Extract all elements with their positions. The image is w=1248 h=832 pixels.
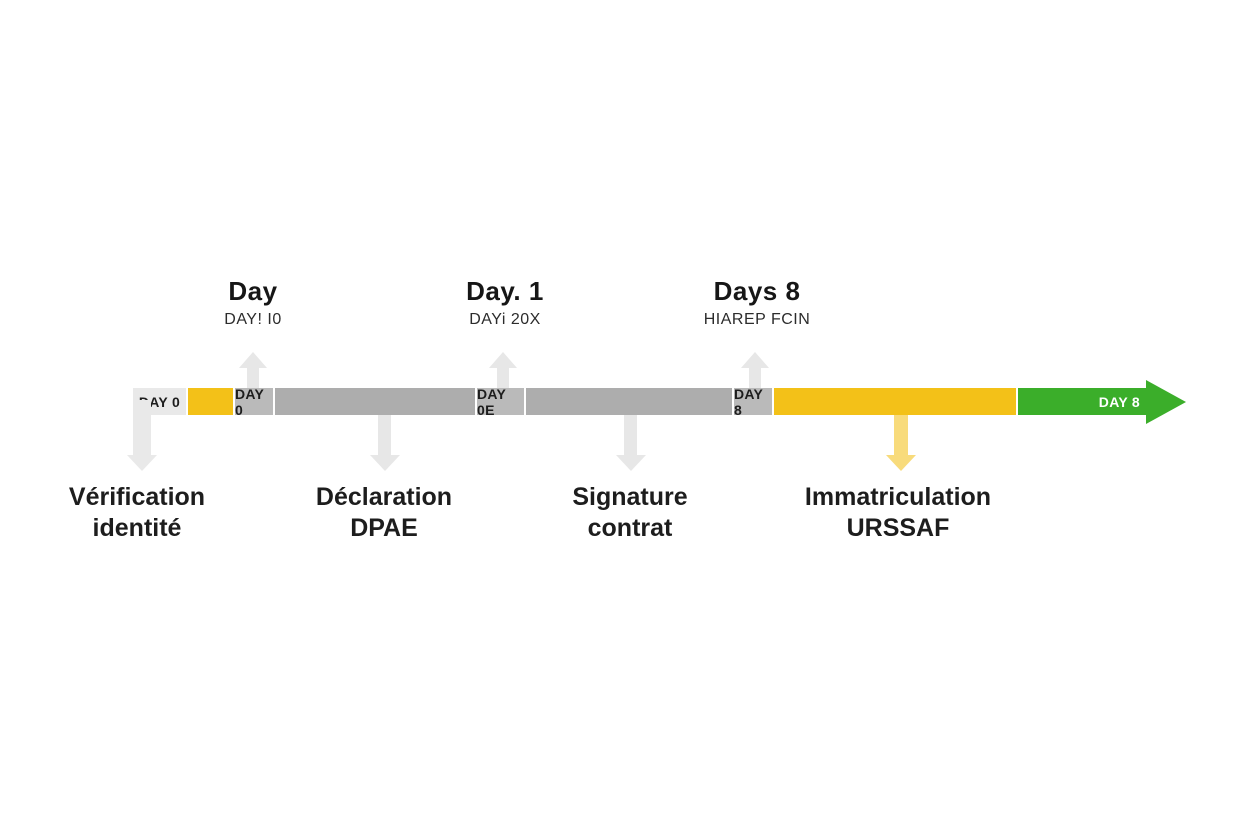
up-arrow-stem: [247, 368, 259, 388]
milestone-day1: Day. 1 DAYi 20X: [355, 276, 655, 329]
timeline-segment-yellow-1: [188, 388, 233, 415]
timeline-segment-yellow-2: [774, 388, 1016, 415]
down-arrow-icon: [370, 455, 400, 471]
milestone-day0: Day DAY! I0: [103, 276, 403, 329]
milestone-title: Day: [228, 276, 278, 306]
step-verification-identite: Vérification identité: [0, 482, 307, 544]
step-line1: Vérification: [68, 483, 206, 511]
timeline-segment-day8-green: DAY 8: [1018, 388, 1146, 415]
up-arrow-icon: [489, 352, 517, 368]
step-signature-contrat: Signature contrat: [460, 482, 800, 544]
step-declaration-dpae: Déclaration DPAE: [214, 482, 554, 544]
step-line2: DPAE: [350, 514, 418, 542]
step-line2: identité: [92, 514, 182, 542]
step-line1: Signature: [572, 483, 688, 511]
down-arrow-icon: [616, 455, 646, 471]
timeline-segment-day0e-box: DAY 0E: [477, 386, 524, 418]
timeline-segment-gray-2: [526, 388, 732, 415]
milestone-days8: Days 8 HIAREP FCIN: [607, 276, 907, 329]
milestone-title: Day. 1: [466, 276, 544, 306]
up-arrow-stem: [497, 368, 509, 388]
down-arrow-stem: [894, 415, 908, 455]
milestone-subtitle: HIAREP FCIN: [703, 311, 811, 328]
timeline-segment-day0-box: DAY 0: [235, 386, 273, 418]
milestone-title: Days 8: [713, 276, 801, 306]
step-line1: Immatriculation: [804, 483, 992, 511]
down-arrow-stem: [133, 400, 151, 455]
up-arrow-icon: [239, 352, 267, 368]
timeline-segment-day8-box: DAY 8: [734, 386, 772, 418]
green-arrowhead-icon: [1146, 380, 1186, 424]
down-arrow-icon: [127, 455, 157, 471]
timeline-segment-gray-1: [275, 388, 475, 415]
step-immatriculation-urssaf: Immatriculation URSSAF: [728, 482, 1068, 544]
step-line1: Déclaration: [315, 483, 453, 511]
down-arrow-stem: [624, 415, 637, 455]
step-line2: contrat: [587, 514, 673, 542]
up-arrow-icon: [741, 352, 769, 368]
down-arrow-icon: [886, 455, 916, 471]
milestone-subtitle: DAY! I0: [224, 311, 282, 328]
up-arrow-stem: [749, 368, 761, 388]
milestone-subtitle: DAYi 20X: [469, 311, 541, 328]
step-line2: URSSAF: [846, 514, 950, 542]
down-arrow-stem: [378, 415, 391, 455]
